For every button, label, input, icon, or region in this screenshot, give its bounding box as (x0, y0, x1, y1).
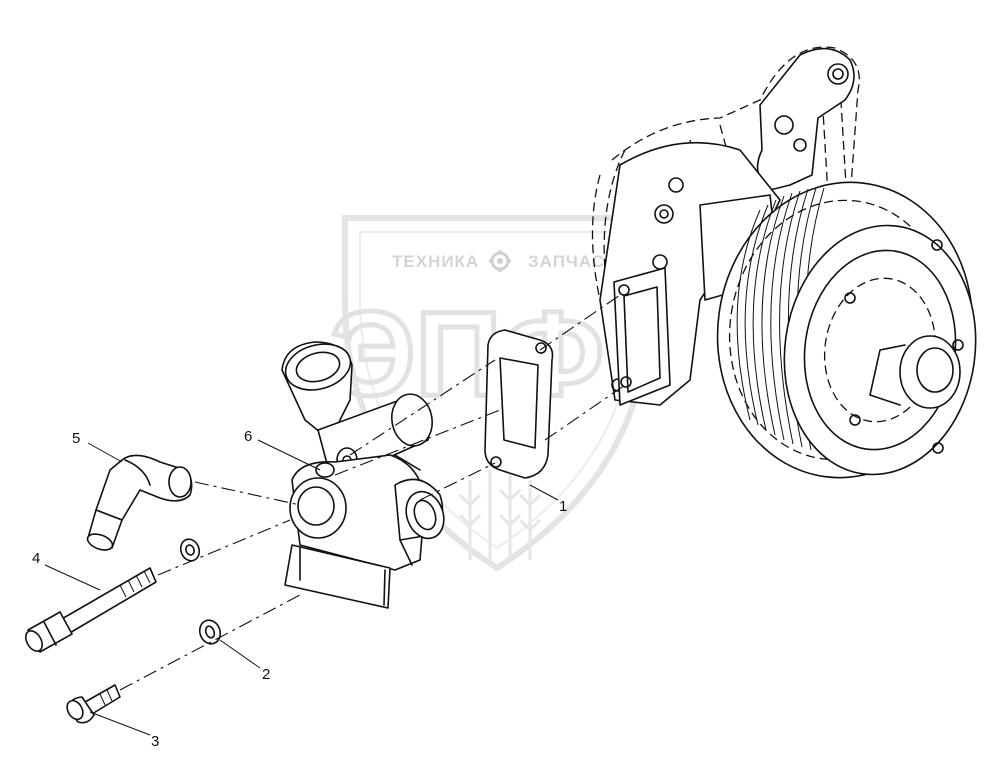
thermostat-housing (281, 341, 445, 609)
hose-elbow-part-5 (86, 454, 193, 551)
gear-icon (489, 250, 511, 272)
bolt-part-3 (66, 684, 121, 724)
water-pump-assembly (591, 46, 977, 479)
callout-4: 4 (32, 550, 40, 567)
callout-6: 6 (244, 428, 252, 445)
washer-part-2 (179, 538, 222, 645)
watermark-right-word: ЗАПЧАСТИ (528, 252, 629, 271)
watermark-big-letters: ЭПФ (330, 287, 604, 421)
callout-1: 1 (559, 498, 567, 515)
watermark-wheat (458, 470, 542, 560)
stud-bolt-part-4 (25, 567, 157, 653)
callout-5: 5 (72, 430, 80, 447)
assembly-lines (119, 294, 626, 691)
callout-3: 3 (151, 733, 159, 750)
callout-2: 2 (262, 666, 270, 683)
gasket-part-1 (484, 329, 554, 479)
watermark: ТЕХНИКА ЗАПЧАСТИ ЭПФ (328, 215, 653, 572)
callout-leaders (44, 439, 559, 736)
watermark-left-word: ТЕХНИКА (392, 252, 479, 271)
